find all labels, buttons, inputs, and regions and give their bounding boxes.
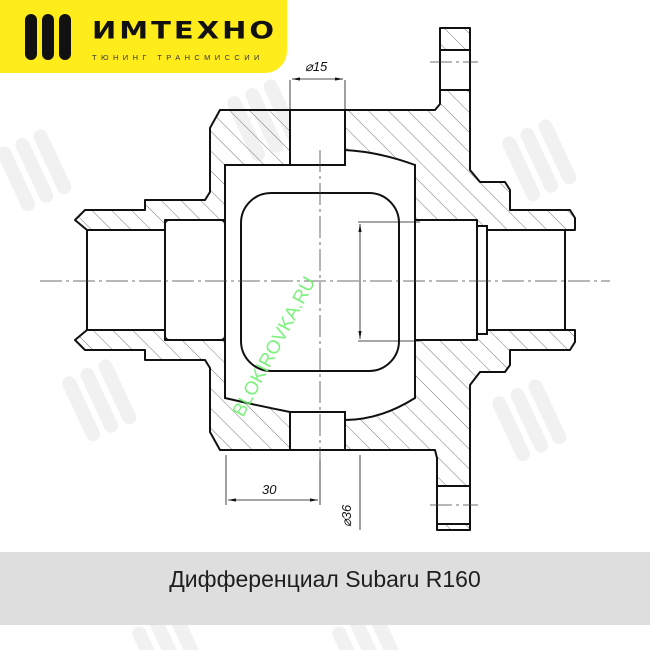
- dim-pin-diameter: ⌀15: [305, 59, 328, 74]
- caption-title: Дифференциал Subaru R160: [169, 566, 481, 592]
- center-lines: [40, 61, 610, 506]
- dim-length: 30: [262, 482, 277, 497]
- brand-tagline: ТЮНИНГ ТРАНСМИССИИ: [92, 53, 264, 62]
- dimension-lines: [225, 77, 420, 530]
- dimension-labels: ⌀15 30 ⌀36: [262, 59, 354, 527]
- brand-name: ИМТЕХНО: [92, 16, 278, 45]
- logo-bars-icon: [25, 14, 73, 60]
- brand-logo-panel: ИМТЕХНО ТЮНИНГ ТРАНСМИССИИ: [0, 0, 287, 73]
- dim-bore-diameter: ⌀36: [339, 504, 354, 527]
- caption-band: Дифференциал Subaru R160: [0, 552, 650, 625]
- bores: [86, 49, 566, 525]
